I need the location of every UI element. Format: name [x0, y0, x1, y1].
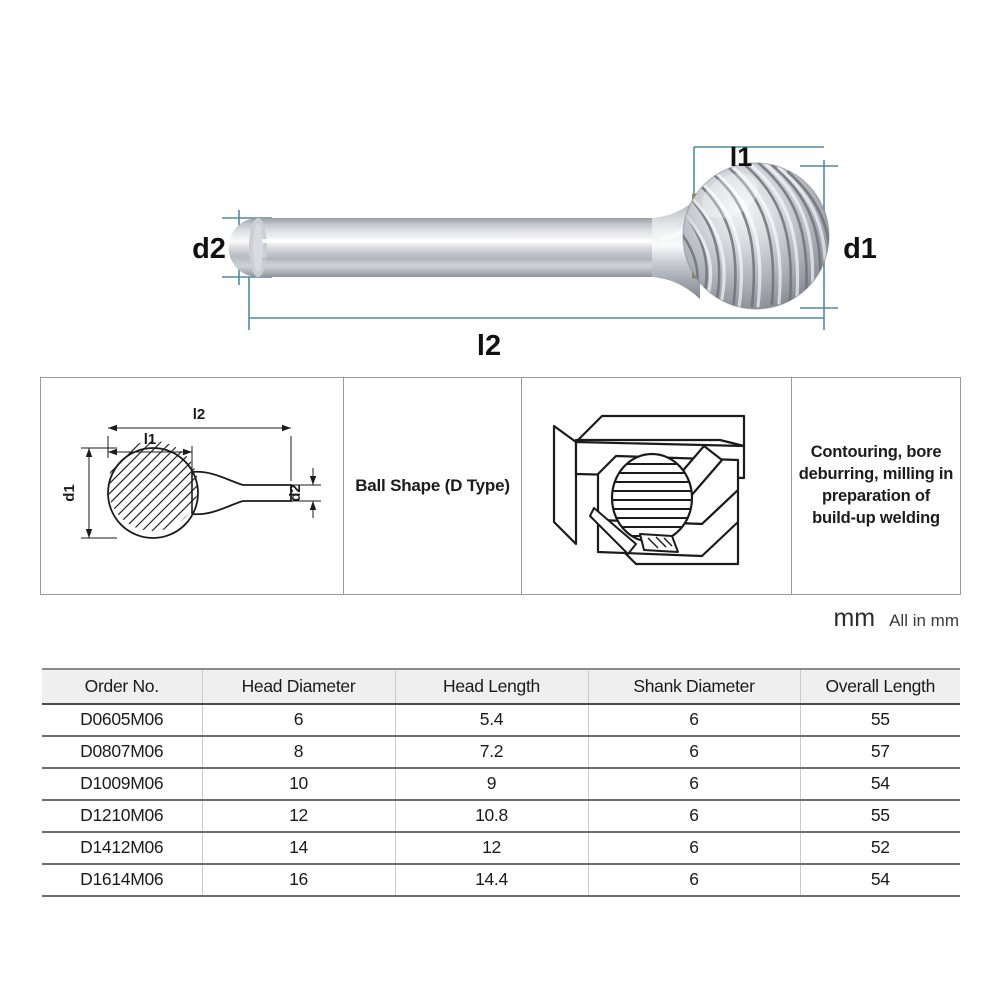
specification-table: Order No. Head Diameter Head Length Shan… [42, 668, 960, 897]
hero-label-d2: d2 [192, 233, 226, 265]
cell-order-no: D0605M06 [42, 703, 202, 736]
info-panel-row: l2 l1 d1 [40, 377, 961, 595]
drawing-label-l1: l1 [144, 431, 157, 448]
cell-order-no: D1210M06 [42, 799, 202, 832]
table-row: D1614M06 16 14.4 6 54 [42, 863, 960, 897]
product-photo-diagram: d2 d1 l1 l2 [192, 142, 877, 362]
cell-head-diameter: 14 [201, 831, 395, 864]
product-photo-section: d2 d1 l1 l2 [0, 0, 1001, 372]
units-description: All in mm [889, 611, 959, 630]
cell-overall-length: 55 [799, 703, 960, 736]
drawing-label-d2: d2 [287, 484, 304, 502]
cell-head-diameter: 12 [201, 799, 395, 832]
cell-head-length: 12 [394, 831, 588, 864]
table-row: D1412M06 14 12 6 52 [42, 831, 960, 864]
table-header-row: Order No. Head Diameter Head Length Shan… [42, 668, 960, 704]
cell-head-diameter: 8 [201, 735, 395, 768]
cell-head-length: 9 [394, 767, 588, 800]
hero-label-l1: l1 [730, 142, 753, 172]
shape-name-panel: Ball Shape (D Type) [343, 378, 521, 594]
shape-name-label: Ball Shape (D Type) [355, 475, 510, 495]
cell-head-diameter: 16 [201, 863, 395, 897]
cell-head-diameter: 10 [201, 767, 395, 800]
drawing-label-l2: l2 [193, 406, 206, 423]
cell-order-no: D1412M06 [42, 831, 202, 864]
cell-overall-length: 57 [799, 735, 960, 768]
cell-order-no: D1009M06 [42, 767, 202, 800]
technical-drawing-panel: l2 l1 d1 [41, 378, 343, 594]
units-note: mm All in mm [833, 604, 959, 633]
cell-shank-diameter: 6 [587, 799, 800, 832]
units-symbol: mm [833, 604, 876, 632]
cell-overall-length: 54 [799, 767, 960, 800]
cell-overall-length: 54 [799, 863, 960, 897]
cell-head-length: 10.8 [394, 799, 588, 832]
hero-label-l2: l2 [477, 330, 501, 362]
application-text-panel: Contouring, bore deburring, milling in p… [791, 378, 960, 594]
cell-order-no: D0807M06 [42, 735, 202, 768]
burr-ball-head [682, 162, 830, 310]
cell-head-length: 5.4 [394, 703, 588, 736]
application-illustration-panel [521, 378, 791, 594]
table-row: D1210M06 12 10.8 6 55 [42, 799, 960, 832]
hero-label-d1: d1 [843, 233, 877, 265]
cell-order-no: D1614M06 [42, 863, 202, 897]
cell-shank-diameter: 6 [587, 703, 800, 736]
burr-shank [228, 218, 664, 277]
table-row: D1009M06 10 9 6 54 [42, 767, 960, 800]
column-header-head-diameter: Head Diameter [201, 668, 395, 704]
application-illustration [552, 414, 745, 565]
cell-head-length: 14.4 [394, 863, 588, 897]
column-header-order-no: Order No. [42, 668, 202, 704]
cell-shank-diameter: 6 [587, 735, 800, 768]
table-row: D0605M06 6 5.4 6 55 [42, 703, 960, 736]
column-header-head-length: Head Length [394, 668, 588, 704]
technical-drawing: l2 l1 d1 [61, 406, 321, 539]
application-description: Contouring, bore deburring, milling in p… [798, 443, 954, 527]
column-header-shank-diameter: Shank Diameter [587, 668, 800, 704]
table-row: D0807M06 8 7.2 6 57 [42, 735, 960, 768]
specification-table-wrapper: Order No. Head Diameter Head Length Shan… [42, 668, 960, 897]
cell-shank-diameter: 6 [587, 831, 800, 864]
cell-shank-diameter: 6 [587, 863, 800, 897]
cell-shank-diameter: 6 [587, 767, 800, 800]
cell-head-diameter: 6 [201, 703, 395, 736]
drawing-label-d1: d1 [61, 484, 78, 502]
cell-overall-length: 52 [799, 831, 960, 864]
cell-head-length: 7.2 [394, 735, 588, 768]
cell-overall-length: 55 [799, 799, 960, 832]
column-header-overall-length: Overall Length [799, 668, 960, 704]
